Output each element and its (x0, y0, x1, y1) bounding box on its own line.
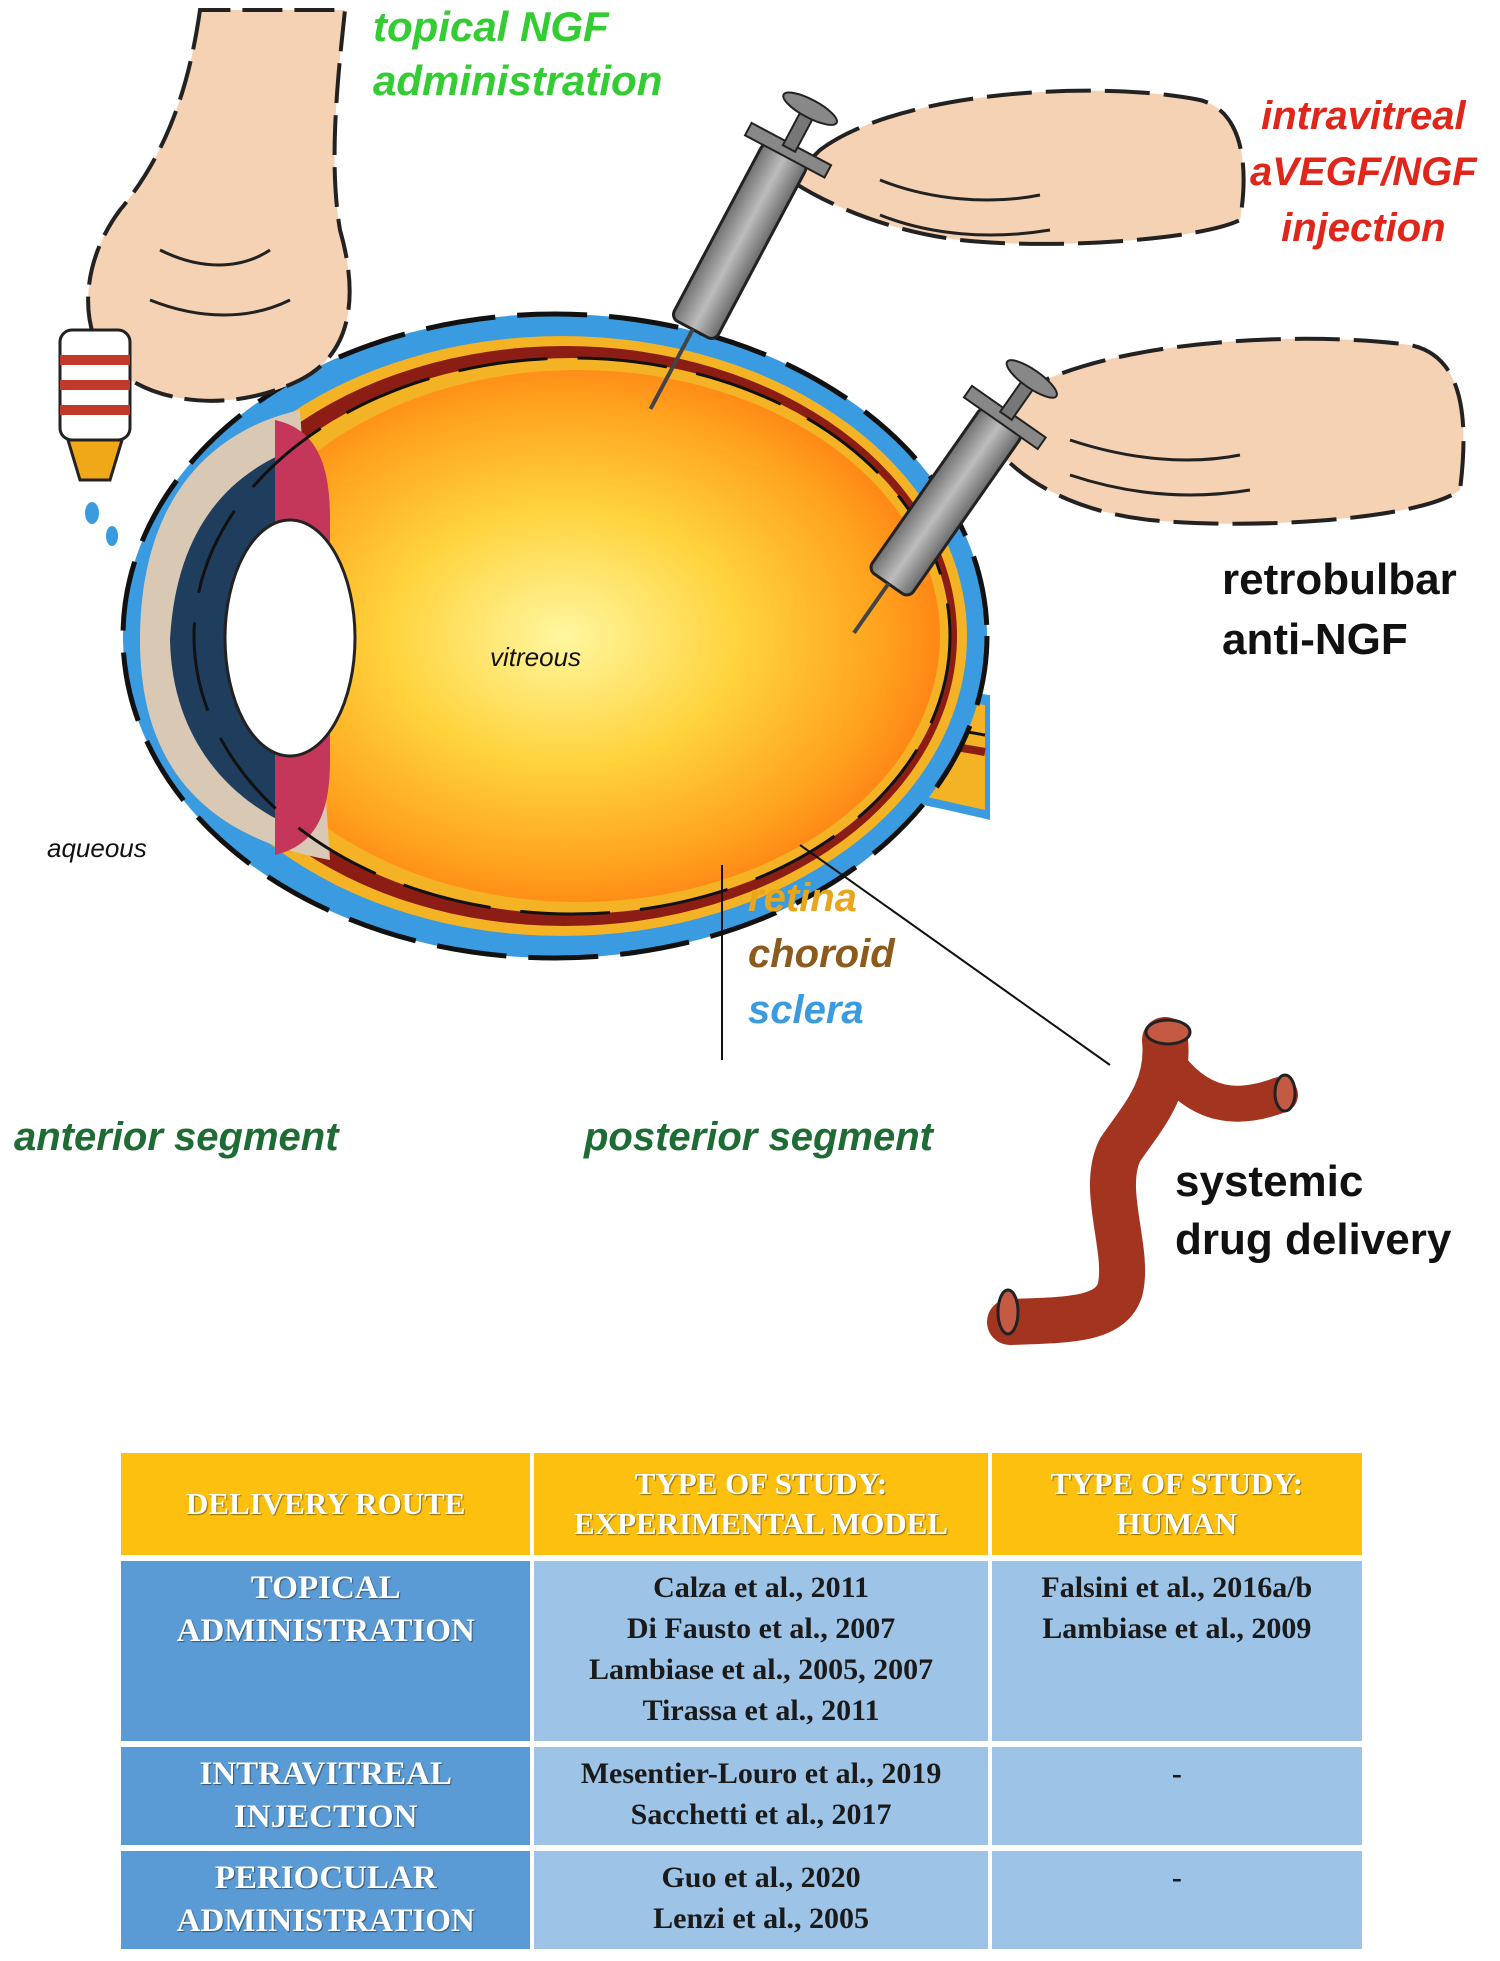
vitreous-label: vitreous (490, 642, 582, 672)
pointer-line-systemic (799, 844, 1111, 1066)
choroid-label: choroid (748, 932, 895, 976)
anterior-segment-label: anterior segment (14, 1115, 339, 1159)
blood-vessel-illustration (987, 1017, 1298, 1345)
header-human: TYPE OF STUDY: HUMAN (991, 1453, 1362, 1555)
experimental-cell-topical: Calza et al., 2011 Di Fausto et al., 200… (534, 1561, 988, 1741)
route-cell-topical: TOPICAL ADMINISTRATION (121, 1561, 531, 1741)
systemic-label: systemic drug delivery (1175, 1157, 1452, 1264)
drop-2 (106, 526, 118, 546)
human-cell-intravitreal: - (991, 1747, 1362, 1845)
route-cell-periocular: PERIOCULAR ADMINISTRATION (121, 1851, 531, 1949)
header-experimental-model: TYPE OF STUDY: EXPERIMENTAL MODEL (534, 1453, 988, 1555)
table-row: INTRAVITREAL INJECTION Mesentier-Louro e… (121, 1747, 1362, 1845)
vitreous-body (216, 370, 940, 902)
header-delivery-route: DELIVERY ROUTE (121, 1453, 531, 1555)
hand-syringe-intravitreal (648, 88, 1246, 410)
lens (223, 518, 357, 758)
hand-dropper-illustration (58, 8, 352, 546)
eyeball (120, 311, 990, 961)
table-row: TOPICAL ADMINISTRATION Calza et al., 201… (121, 1561, 1362, 1741)
table-row: PERIOCULAR ADMINISTRATION Guo et al., 20… (121, 1851, 1362, 1949)
experimental-cell-periocular: Guo et al., 2020 Lenzi et al., 2005 (534, 1851, 988, 1949)
experimental-cell-intravitreal: Mesentier-Louro et al., 2019 Sacchetti e… (534, 1747, 988, 1845)
table-header-row: DELIVERY ROUTE TYPE OF STUDY: EXPERIMENT… (121, 1453, 1362, 1555)
eye-illustration (58, 8, 1466, 1345)
aqueous-label: aqueous (47, 833, 147, 863)
human-cell-topical: Falsini et al., 2016a/b Lambiase et al.,… (991, 1561, 1362, 1741)
route-cell-intravitreal: INTRAVITREAL INJECTION (121, 1747, 531, 1845)
topical-label: topical NGF administration (373, 3, 663, 104)
delivery-route-table: DELIVERY ROUTE TYPE OF STUDY: EXPERIMENT… (117, 1447, 1366, 1955)
drop-1 (85, 502, 99, 524)
eye-drug-delivery-diagram: topical NGF administration intravitreal … (14, 3, 1477, 1345)
retrobulbar-label: retrobulbar anti-NGF (1222, 555, 1457, 664)
retina-label: retina (748, 876, 857, 920)
posterior-segment-label: posterior segment (584, 1115, 933, 1159)
intravitreal-label: intravitreal aVEGF/NGF injection (1250, 94, 1477, 250)
sclera-label: sclera (748, 988, 864, 1032)
human-cell-periocular: - (991, 1851, 1362, 1949)
hand-syringe-retrobulbar (852, 336, 1466, 635)
